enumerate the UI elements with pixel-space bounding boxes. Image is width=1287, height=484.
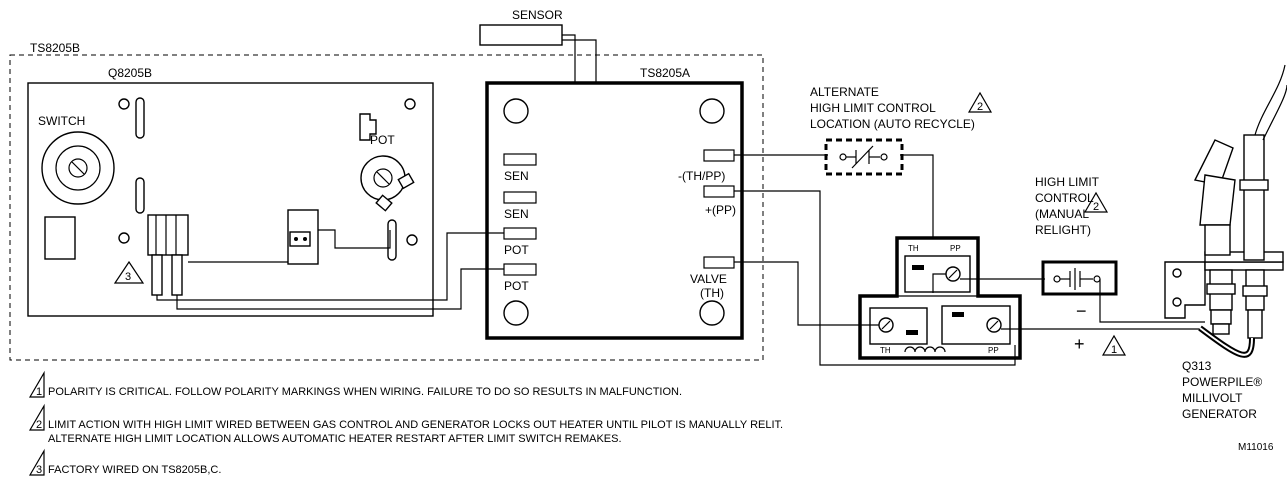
connector-block: [147, 214, 189, 256]
note-1-text: POLARITY IS CRITICAL. FOLLOW POLARITY MA…: [48, 386, 682, 398]
q8205b-hole: [406, 234, 418, 246]
pot-connector-icon: [359, 113, 377, 141]
module-hole: [699, 300, 725, 326]
terminal-sen-1: [503, 153, 537, 166]
alt-limit-line3: LOCATION (AUTO RECYCLE): [810, 117, 975, 131]
connector-plug: [171, 254, 183, 296]
ts8205b-enclosure: [9, 54, 764, 361]
thermocouple-rod: [1243, 134, 1265, 261]
q8205b-hole: [404, 98, 416, 110]
generator-line1: Q313: [1182, 359, 1212, 373]
generator-line3: MILLIVOLT: [1182, 391, 1243, 405]
note-1-triangle: [28, 370, 45, 398]
factory-ref: 3: [125, 271, 131, 283]
sensor-body: [479, 24, 563, 46]
high-limit-line1: HIGH LIMIT: [1035, 175, 1100, 189]
gas-th-top-label: TH: [908, 244, 919, 253]
terminal-sen-1-label: SEN: [504, 169, 529, 183]
pot-tab: [397, 172, 415, 190]
terminal-pp-pos: [703, 185, 735, 198]
gas-pp-top-label: PP: [950, 244, 961, 253]
polarity-plus: +: [1074, 334, 1085, 354]
q8205b-label: Q8205B: [108, 66, 152, 80]
note-3-triangle: [28, 448, 45, 476]
note-2-num: 2: [36, 419, 42, 431]
terminal-sen-2: [503, 191, 537, 204]
gas-pp-bottom-label: PP: [988, 346, 999, 355]
board-component: [44, 216, 76, 260]
pilot-manifold: [1204, 261, 1284, 271]
terminal-pot-2-label: POT: [504, 279, 529, 293]
terminal-pot-1: [503, 227, 537, 240]
high-limit-line4: RELIGHT): [1035, 223, 1091, 237]
pot-tab: [375, 194, 393, 212]
module-hole: [699, 98, 725, 124]
gas-th-bottom-label: TH: [880, 346, 891, 355]
module-hole: [503, 98, 529, 124]
terminal-valve: [703, 256, 735, 269]
high-limit-ref: 2: [1093, 201, 1099, 213]
polarity-ref: 1: [1111, 344, 1117, 356]
high-limit-line3: (MANUAL: [1035, 207, 1089, 221]
note-1-marker: [1101, 334, 1127, 356]
flame-lines: [1254, 64, 1287, 141]
note-2-text2: ALTERNATE HIGH LIMIT LOCATION ALLOWS AUT…: [48, 433, 622, 445]
switch-knob-slot: [71, 161, 85, 175]
terminal-pot-2: [503, 263, 537, 276]
terminal-pot-1-label: POT: [504, 243, 529, 257]
q8205b-hole: [118, 232, 130, 244]
terminal-th-pp-neg: [703, 149, 735, 162]
terminal-sen-2-label: SEN: [504, 207, 529, 221]
alt-limit-ref: 2: [977, 101, 983, 113]
generator-line4: GENERATOR: [1182, 407, 1257, 421]
figure-code: M11016: [1238, 442, 1274, 453]
terminal-valve-th-label: (TH): [700, 286, 724, 300]
pot-knob-hub: [373, 168, 393, 188]
alt-limit-switch-box: [824, 138, 904, 176]
ts8205a-label: TS8205A: [640, 66, 690, 80]
switch-label: SWITCH: [38, 114, 85, 128]
note-2-marker: [967, 91, 993, 113]
trimmer-terminal: [289, 231, 311, 247]
board-slot: [135, 177, 145, 214]
board-slot: [387, 219, 397, 261]
note-1-num: 1: [36, 386, 42, 398]
ts8205b-label: TS8205B: [30, 41, 80, 55]
sensor-label: SENSOR: [512, 8, 563, 22]
connector-plug: [151, 254, 163, 296]
high-limit-line2: CONTROL: [1035, 191, 1094, 205]
gas-coil-icon: [904, 346, 946, 353]
note-3-text: FACTORY WIRED ON TS8205B,C.: [48, 464, 221, 476]
switch-knob-ring: [55, 145, 101, 191]
polarity-minus: −: [1076, 301, 1087, 321]
note-2-text: LIMIT ACTION WITH HIGH LIMIT WIRED BETWE…: [48, 419, 783, 431]
switch-knob-hub: [68, 158, 88, 178]
gas-th-top-indicator: [912, 265, 924, 270]
terminal-pp-pos-label: +(PP): [705, 203, 736, 217]
alt-limit-line1: ALTERNATE: [810, 85, 879, 99]
q8205b-hole: [118, 98, 130, 110]
note-3-marker: [113, 260, 145, 284]
pot-label: POT: [370, 133, 395, 147]
terminal-th-pp-neg-label: -(TH/PP): [678, 169, 725, 183]
note-3-num: 3: [36, 464, 42, 476]
note-2-triangle: [28, 403, 45, 431]
pilot-bracket: [1164, 261, 1206, 319]
module-hole: [503, 300, 529, 326]
board-slot: [135, 97, 145, 139]
terminal-valve-label: VALVE: [690, 272, 727, 286]
pilot-tube: [1204, 224, 1231, 256]
note-2-marker: [1083, 191, 1109, 213]
generator-line2: POWERPILE®: [1182, 375, 1262, 389]
ts8205a-module: [485, 81, 744, 340]
alt-limit-line2: HIGH LIMIT CONTROL: [810, 101, 936, 115]
